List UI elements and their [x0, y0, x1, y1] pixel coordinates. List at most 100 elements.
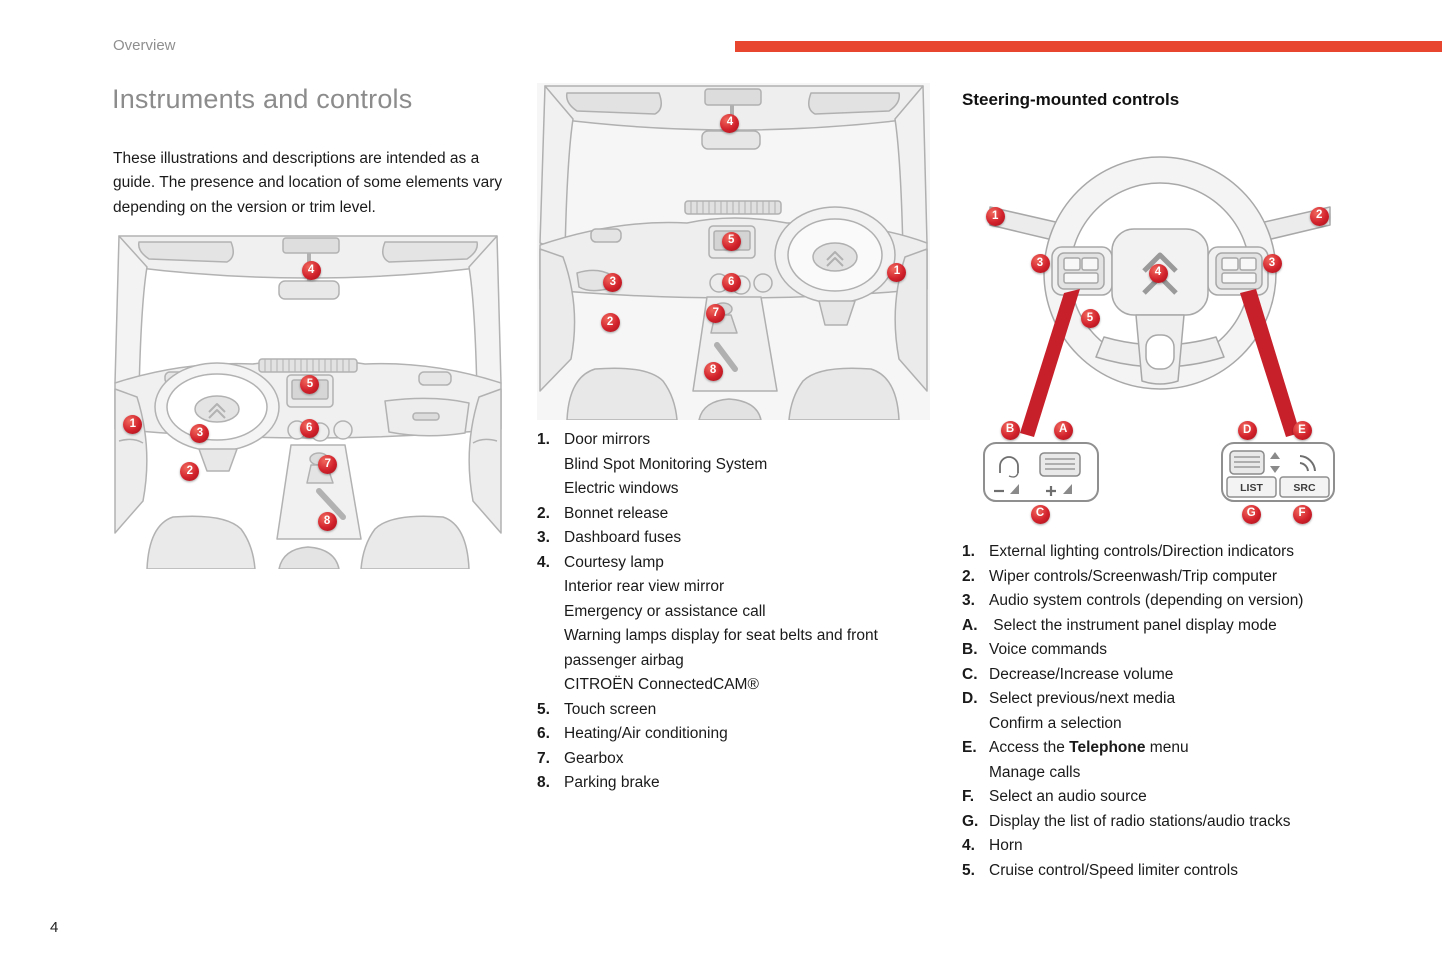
list-item: 8. Parking brake [537, 771, 937, 796]
list-item-text: Select an audio source [989, 788, 1147, 805]
volume-up-icon [1046, 484, 1072, 496]
media-up-down-icon [1270, 452, 1280, 473]
left-detail-pad [983, 442, 1099, 502]
callout-marker-E: E [1292, 421, 1312, 441]
list-item: G. Display the list of radio stations/aud… [962, 810, 1362, 835]
red-callout-arrows [1020, 289, 1300, 437]
callout-marker-8: 8 [317, 512, 337, 532]
list-item-text: Parking brake [564, 774, 660, 791]
list-item-text: Touch screen [564, 700, 657, 718]
list-item-label: G. [962, 812, 979, 830]
callout-marker-8: 8 [703, 361, 723, 381]
list-item-text: Audio system controls (depending on vers… [989, 592, 1304, 609]
list-item: F. Select an audio source [962, 785, 1362, 810]
dashboard-illustration-1 [114, 235, 502, 569]
callout-marker-3: 3 [190, 424, 210, 444]
list-item-label: 8. [537, 774, 550, 791]
list-item-label: 4. [962, 837, 975, 854]
list-item-label: 3. [962, 592, 975, 609]
list-item-label: 2. [962, 567, 975, 585]
callout-marker-F: F [1292, 504, 1312, 524]
list-item: 2. Wiper controls/Screenwash/Trip compute… [962, 565, 1362, 590]
list-item-label: F. [962, 788, 975, 805]
callout-marker-1: 1 [887, 262, 907, 282]
list-item-label: 7. [537, 749, 550, 767]
callout-marker-5: 5 [1080, 309, 1100, 329]
callout-marker-2: 2 [180, 462, 200, 482]
list-item-label: 6. [537, 725, 550, 742]
src-button: SRC [1279, 476, 1330, 498]
breadcrumb: Overview [113, 37, 176, 54]
list-button-label: LIST [1240, 482, 1263, 494]
page-title: Instruments and controls [112, 84, 413, 114]
callout-marker-B: B [1000, 420, 1020, 440]
list-item-label: 2. [537, 504, 550, 522]
callout-marker-G: G [1241, 504, 1261, 524]
callout-marker-7: 7 [318, 455, 338, 475]
list-item: C. Decrease/Increase volume [962, 663, 1362, 688]
callout-marker-4: 4 [1148, 263, 1168, 283]
phone-icon [1299, 455, 1316, 472]
list-item: 2. Bonnet release [537, 502, 937, 527]
steering-wheel-illustration: LIST SRC [983, 156, 1335, 502]
list-item: B. Voice commands [962, 638, 1362, 663]
callout-marker-6: 6 [721, 273, 741, 293]
callout-marker-5: 5 [721, 231, 741, 251]
list-item: 4. Horn [962, 834, 1362, 859]
callout-marker-2: 2 [1309, 206, 1329, 226]
volume-down-icon [994, 484, 1019, 494]
steering-controls-heading: Steering-mounted controls [962, 90, 1180, 109]
list-item-text: Select the instrument panel display mode [989, 616, 1277, 634]
list-item-text: Decrease/Increase volume [989, 665, 1174, 683]
list-item-text: Display the list of radio stations/audio… [989, 812, 1291, 830]
voice-grille-icon [1039, 452, 1081, 477]
list-item-text: Wiper controls/Screenwash/Trip computer [989, 567, 1277, 585]
callout-marker-3: 3 [1030, 254, 1050, 274]
list-item-label: 1. [537, 431, 550, 448]
list-item-text: Voice commands [989, 641, 1108, 658]
callout-marker-5: 5 [300, 375, 320, 395]
headset-icon [999, 456, 1019, 478]
callout-marker-1: 1 [123, 415, 143, 435]
list-item-text: Bonnet release [564, 504, 669, 522]
callout-marker-A: A [1053, 420, 1073, 440]
intro-text: These illustrations and descriptions are… [113, 149, 503, 216]
list-item-text: Heating/Air conditioning [564, 725, 728, 742]
callout-marker-1: 1 [985, 207, 1005, 227]
media-grille-icon [1229, 450, 1265, 475]
list-item-text: Horn [989, 837, 1023, 854]
list-item: 3.Dashboard fuses [537, 526, 937, 551]
callout-marker-C: C [1030, 504, 1050, 524]
list-item: 3. Audio system controls (depending on ve… [962, 589, 1362, 614]
list-item-label: D. [962, 690, 978, 707]
list-item-label: B. [962, 641, 978, 658]
list-item-text: External lighting controls/Direction ind… [989, 543, 1294, 560]
list-item-label: 1. [962, 543, 975, 560]
list-item: 5. Touch screen [537, 698, 937, 723]
callout-marker-2: 2 [600, 313, 620, 333]
list-item-text: Cruise control/Speed limiter controls [989, 861, 1238, 879]
list-item-label: E. [962, 739, 977, 756]
list-item-label: C. [962, 665, 978, 683]
list-item: 7. Gearbox [537, 747, 937, 772]
callout-marker-7: 7 [706, 304, 726, 324]
callout-marker-4: 4 [720, 113, 740, 133]
list-item-text: Gearbox [564, 749, 624, 767]
list-item-label: 5. [962, 861, 975, 879]
list-item: 6. Heating/Air conditioning [537, 722, 937, 747]
list-item-label: 5. [537, 700, 550, 718]
left-button-pod [1057, 252, 1105, 290]
dashboard-illustration-2 [537, 83, 930, 420]
list-item: 1. External lighting controls/Direction i… [962, 540, 1362, 565]
